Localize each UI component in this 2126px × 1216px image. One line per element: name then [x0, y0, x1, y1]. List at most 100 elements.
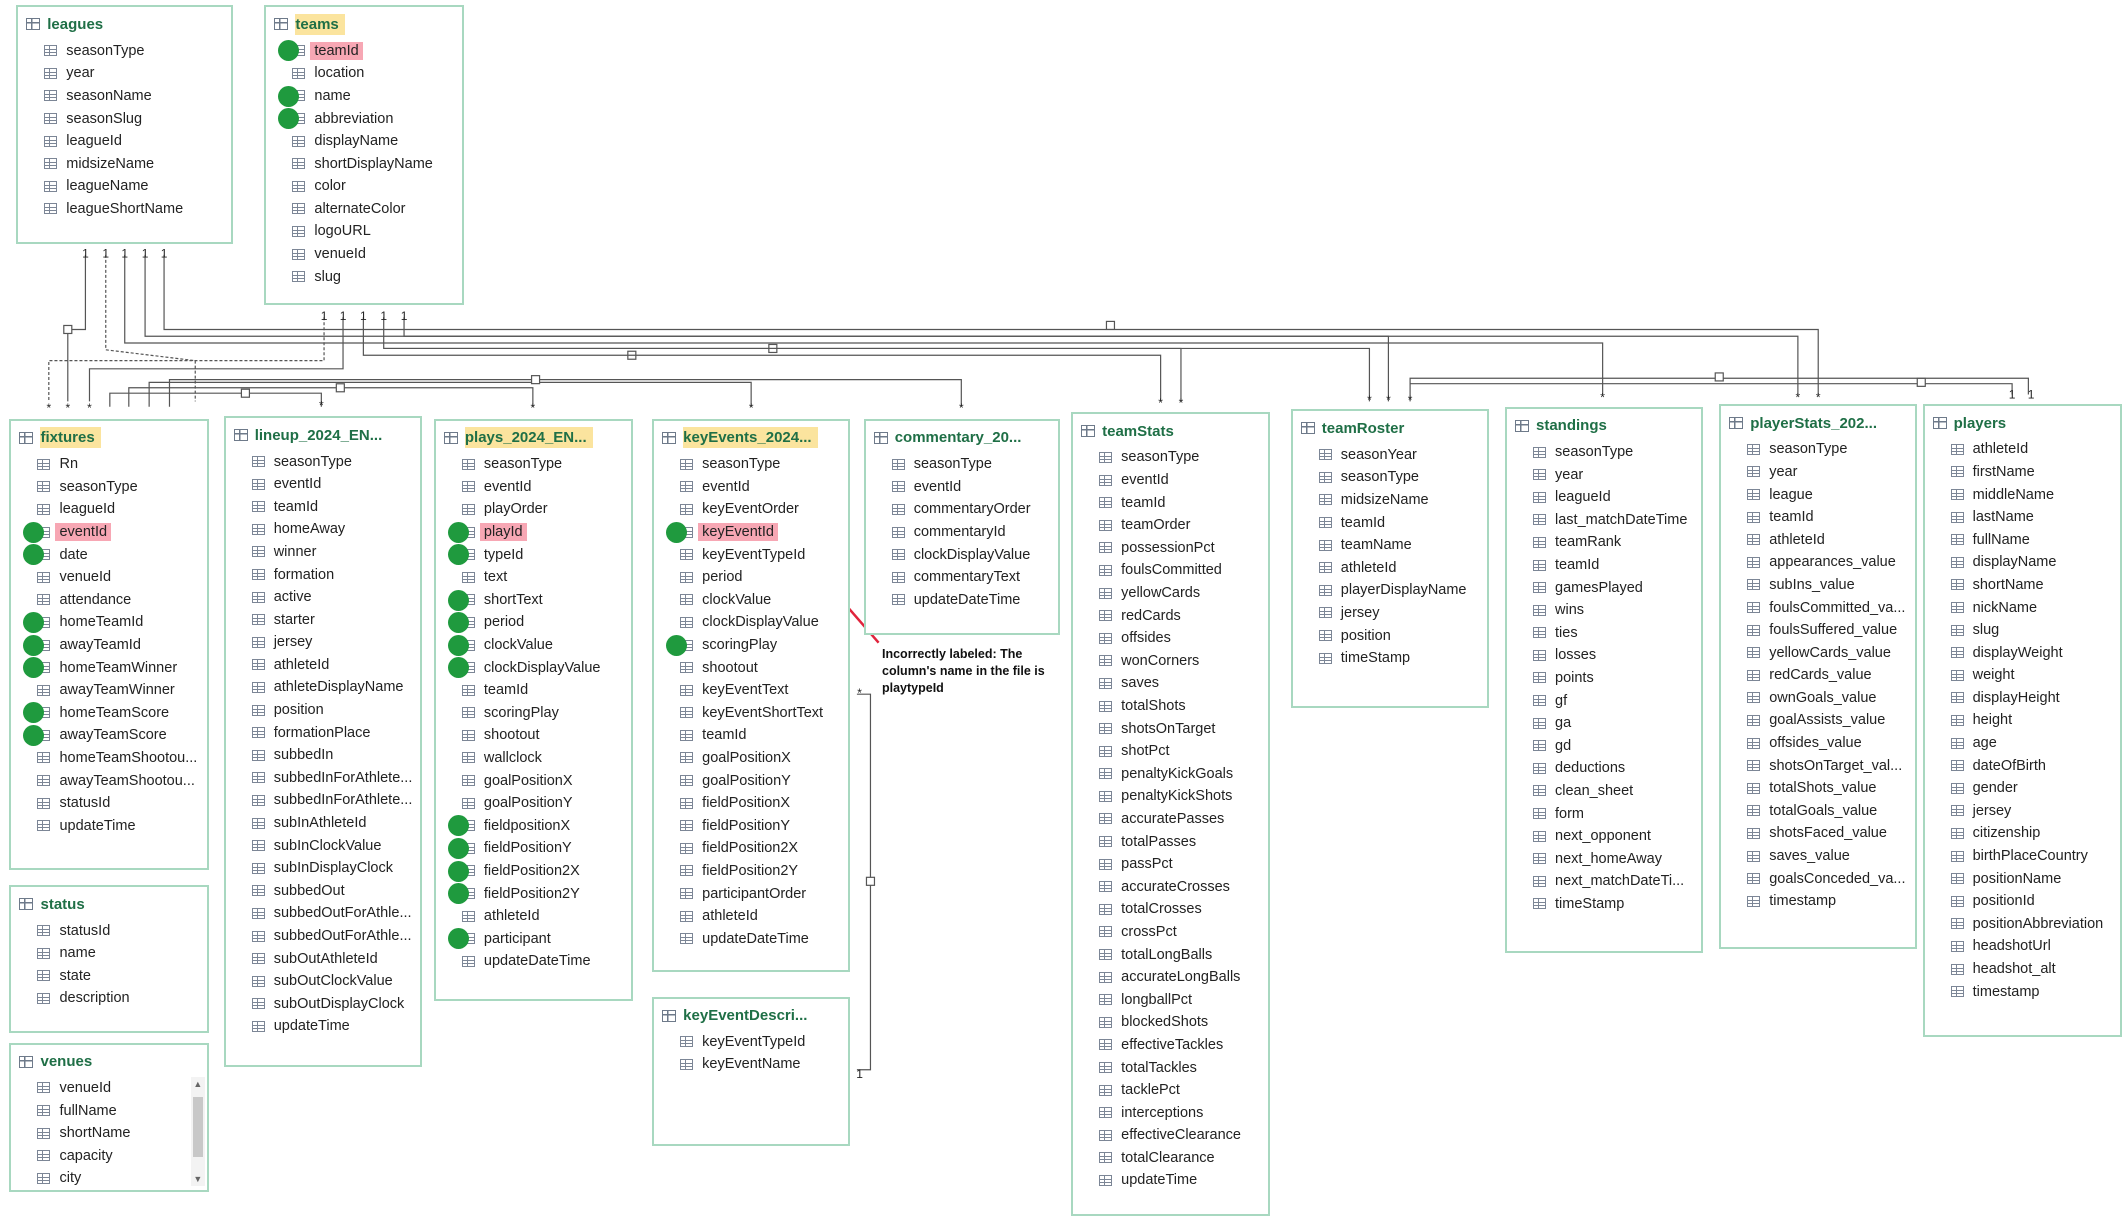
field-row[interactable]: gf: [1507, 689, 1701, 712]
field-row[interactable]: slug: [266, 265, 461, 288]
field-row[interactable]: venueId: [11, 566, 206, 589]
field-row[interactable]: seasonType: [1507, 441, 1701, 464]
rel-handle[interactable]: [63, 324, 73, 335]
field-row[interactable]: redCards_value: [1721, 664, 1915, 687]
field-row[interactable]: accurateLongBalls: [1073, 966, 1268, 989]
field-row[interactable]: points: [1507, 667, 1701, 690]
field-row[interactable]: clean_sheet: [1507, 780, 1701, 803]
field-row[interactable]: height: [1925, 709, 2120, 732]
table-header[interactable]: lineup_2024_EN...: [226, 420, 420, 450]
field-row[interactable]: statusId: [11, 919, 206, 942]
field-row[interactable]: displayHeight: [1925, 687, 2120, 710]
rel-handle[interactable]: [240, 388, 251, 398]
field-row[interactable]: shortName: [11, 1122, 206, 1145]
field-row[interactable]: gd: [1507, 734, 1701, 757]
field-row[interactable]: attendance: [11, 589, 206, 612]
field-row[interactable]: commentaryOrder: [866, 498, 1059, 521]
field-row[interactable]: subInClockValue: [226, 834, 420, 857]
field-row[interactable]: period: [436, 611, 631, 634]
field-row[interactable]: longballPct: [1073, 988, 1268, 1011]
field-row[interactable]: subbedInForAthlete...: [226, 767, 420, 790]
field-row[interactable]: fieldPosition2X: [654, 837, 848, 860]
field-row[interactable]: midsizeName: [1293, 489, 1487, 512]
field-row[interactable]: subbedOutForAthle...: [226, 925, 420, 948]
field-row[interactable]: leagueId: [11, 498, 206, 521]
field-row[interactable]: athleteDisplayName: [226, 676, 420, 699]
field-row[interactable]: eventId: [226, 473, 420, 496]
field-row[interactable]: effectiveTackles: [1073, 1034, 1268, 1057]
field-row[interactable]: abbreviation: [266, 107, 461, 130]
field-row[interactable]: updateTime: [11, 814, 206, 837]
field-row[interactable]: goalsConceded_va...: [1721, 867, 1915, 890]
field-row[interactable]: eventId: [11, 521, 206, 544]
field-row[interactable]: positionName: [1925, 867, 2120, 890]
field-row[interactable]: winner: [226, 541, 420, 564]
field-row[interactable]: athleteId: [226, 654, 420, 677]
field-row[interactable]: next_opponent: [1507, 825, 1701, 848]
field-row[interactable]: athleteId: [1293, 556, 1487, 579]
field-row[interactable]: passPct: [1073, 853, 1268, 876]
field-row[interactable]: teamOrder: [1073, 514, 1268, 537]
field-row[interactable]: ga: [1507, 712, 1701, 735]
table-header[interactable]: keyEvents_2024...: [654, 423, 848, 453]
field-row[interactable]: goalAssists_value: [1721, 709, 1915, 732]
table-header[interactable]: keyEventDescri...: [654, 1001, 848, 1031]
field-row[interactable]: saves: [1073, 672, 1268, 695]
field-row[interactable]: awayTeamScore: [11, 724, 206, 747]
field-row[interactable]: middleName: [1925, 483, 2120, 506]
field-row[interactable]: fieldPosition2Y: [436, 882, 631, 905]
field-row[interactable]: clockDisplayValue: [654, 611, 848, 634]
field-row[interactable]: interceptions: [1073, 1101, 1268, 1124]
scrollbar[interactable]: ▲▼: [190, 1076, 205, 1186]
field-row[interactable]: seasonType: [1073, 446, 1268, 469]
field-row[interactable]: shortText: [436, 589, 631, 612]
field-row[interactable]: subbedIn: [226, 744, 420, 767]
field-row[interactable]: fieldPositionY: [654, 814, 848, 837]
field-row[interactable]: seasonType: [226, 450, 420, 473]
field-row[interactable]: foulsCommitted_va...: [1721, 596, 1915, 619]
field-row[interactable]: timeStamp: [1507, 893, 1701, 916]
field-row[interactable]: last_matchDateTime: [1507, 509, 1701, 532]
field-row[interactable]: typeId: [436, 543, 631, 566]
field-row[interactable]: clockValue: [436, 634, 631, 657]
table-header[interactable]: standings: [1507, 411, 1701, 441]
table-header[interactable]: fixtures: [11, 423, 206, 453]
field-row[interactable]: displayName: [1925, 551, 2120, 574]
table-header[interactable]: playerStats_202...: [1721, 408, 1915, 438]
field-row[interactable]: subOutAthleteId: [226, 947, 420, 970]
field-row[interactable]: updateTime: [1073, 1169, 1268, 1192]
field-row[interactable]: fieldPosition2X: [436, 860, 631, 883]
field-row[interactable]: shotsOnTarget: [1073, 717, 1268, 740]
field-row[interactable]: playId: [436, 521, 631, 544]
table-header[interactable]: venues: [11, 1047, 206, 1077]
field-row[interactable]: timeStamp: [1293, 647, 1487, 670]
field-row[interactable]: totalCrosses: [1073, 898, 1268, 921]
field-row[interactable]: keyEventTypeId: [654, 543, 848, 566]
field-row[interactable]: teamId: [1293, 511, 1487, 534]
field-row[interactable]: age: [1925, 732, 2120, 755]
table-header[interactable]: status: [11, 889, 206, 919]
field-row[interactable]: redCards: [1073, 604, 1268, 627]
field-row[interactable]: saves_value: [1721, 845, 1915, 868]
field-row[interactable]: city: [11, 1167, 206, 1190]
field-row[interactable]: seasonName: [18, 85, 231, 108]
field-row[interactable]: updateDateTime: [436, 950, 631, 973]
field-row[interactable]: seasonType: [11, 476, 206, 499]
field-row[interactable]: shootout: [436, 724, 631, 747]
field-row[interactable]: fullName: [1925, 528, 2120, 551]
field-row[interactable]: color: [266, 175, 461, 198]
field-row[interactable]: participantOrder: [654, 882, 848, 905]
field-row[interactable]: athleteId: [1925, 438, 2120, 461]
field-row[interactable]: seasonType: [1721, 438, 1915, 461]
field-row[interactable]: year: [1721, 461, 1915, 484]
field-row[interactable]: seasonType: [18, 39, 231, 62]
field-row[interactable]: fieldPositionY: [436, 837, 631, 860]
field-row[interactable]: subOutDisplayClock: [226, 993, 420, 1016]
field-row[interactable]: state: [11, 965, 206, 988]
field-row[interactable]: displayName: [266, 130, 461, 153]
